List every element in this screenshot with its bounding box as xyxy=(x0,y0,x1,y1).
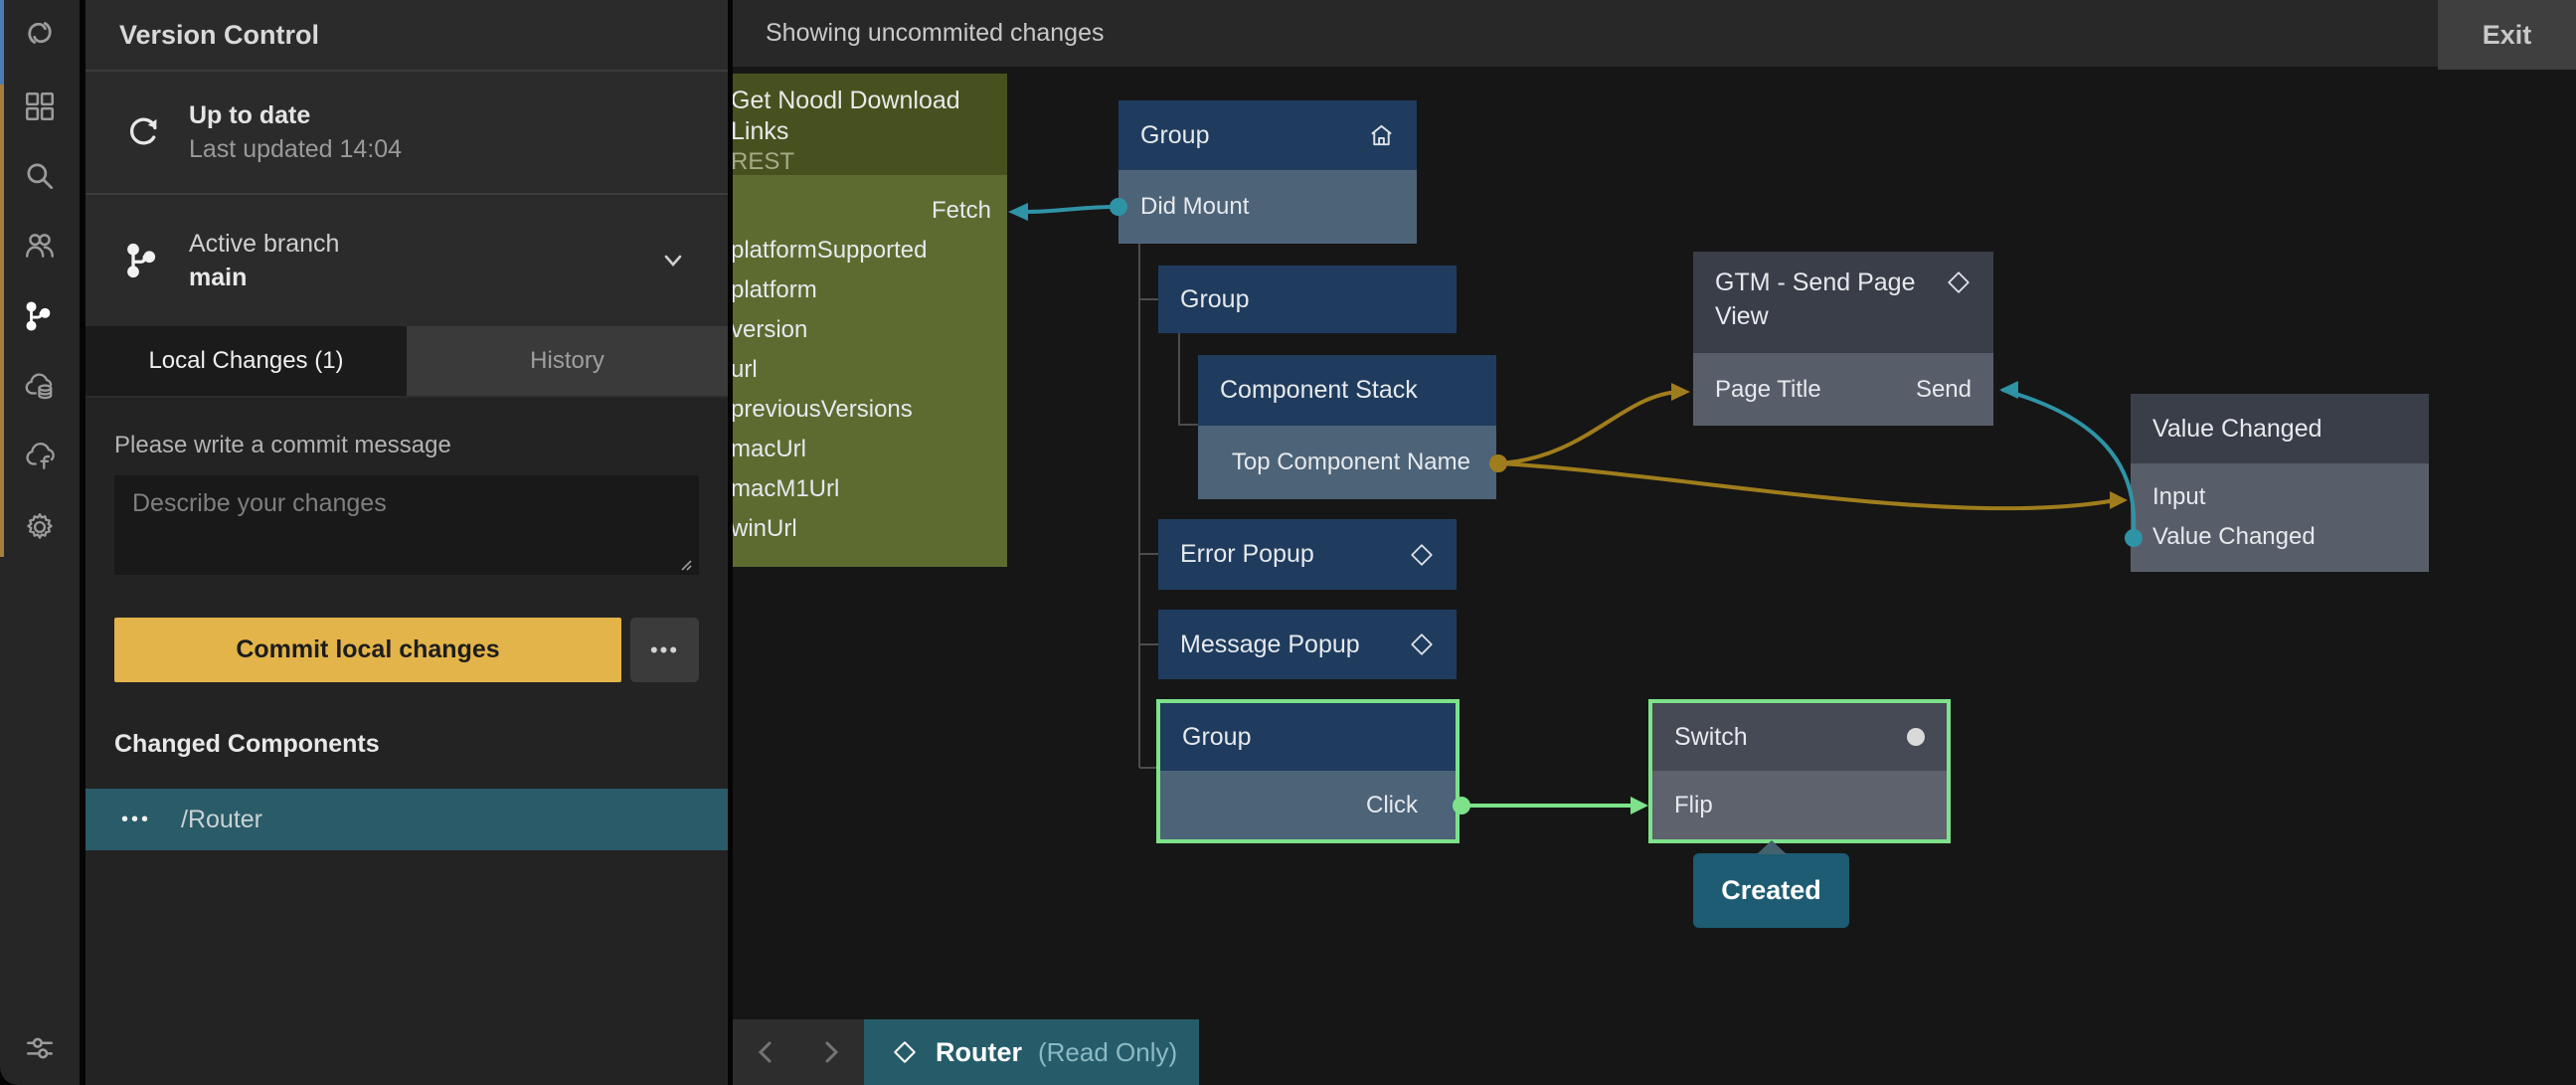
port-output[interactable]: winUrl xyxy=(733,515,797,542)
node-title: Group xyxy=(1140,120,1210,149)
search-icon[interactable] xyxy=(23,159,57,193)
local-changes-content: Please write a commit message Commit loc… xyxy=(86,398,728,1085)
node-title: GTM - Send Page View xyxy=(1715,269,1916,330)
node-title: Error Popup xyxy=(1180,540,1314,568)
node-group-child[interactable]: Group xyxy=(1158,266,1457,333)
panel-tabs: Local Changes (1) History xyxy=(86,326,728,396)
port-send[interactable]: Send xyxy=(1915,375,1972,403)
port-flip[interactable]: Flip xyxy=(1674,791,1713,818)
node-message-popup[interactable]: Message Popup xyxy=(1158,610,1457,679)
node-rest-get-noodl-download-links[interactable]: Get Noodl Download Links REST Fetch plat… xyxy=(733,74,1007,567)
node-gtm-send-page-view[interactable]: GTM - Send Page View Page Title Send xyxy=(1693,252,1993,426)
home-icon xyxy=(1371,124,1392,145)
port-output[interactable]: macM1Url xyxy=(733,475,840,502)
chevron-down-icon[interactable] xyxy=(658,246,688,275)
port-page-title[interactable]: Page Title xyxy=(1715,375,1821,403)
active-branch-row[interactable]: Active branch main xyxy=(86,195,728,326)
port-fetch[interactable]: Fetch xyxy=(931,197,991,224)
component-diamond-icon xyxy=(1411,543,1433,566)
nav-forward-icon[interactable] xyxy=(813,1035,847,1069)
version-control-panel: Version Control Up to date Last updated … xyxy=(86,0,728,1085)
node-error-popup[interactable]: Error Popup xyxy=(1158,519,1457,590)
refresh-icon[interactable] xyxy=(123,112,163,152)
node-title: Get Noodl Download Links xyxy=(733,87,960,145)
node-switch[interactable]: Switch Flip xyxy=(1648,699,1951,843)
node-title: Message Popup xyxy=(1180,630,1360,658)
cloud-services-icon[interactable] xyxy=(23,369,57,403)
port-input[interactable]: Input xyxy=(2152,483,2206,510)
node-subtitle: REST xyxy=(733,148,795,175)
node-title: Value Changed xyxy=(2152,414,2322,443)
port-click[interactable]: Click xyxy=(1366,791,1418,818)
commit-message-input[interactable] xyxy=(114,475,699,575)
resize-handle-icon[interactable] xyxy=(677,556,693,572)
commit-message-prompt: Please write a commit message xyxy=(114,432,451,458)
noodl-logo-icon[interactable] xyxy=(23,16,57,50)
tab-history[interactable]: History xyxy=(407,326,728,396)
panel-title: Version Control xyxy=(86,0,728,72)
component-tab-readonly: (Read Only) xyxy=(1038,1036,1178,1067)
sync-status-row[interactable]: Up to date Last updated 14:04 xyxy=(86,72,728,195)
node-title: Group xyxy=(1182,722,1252,751)
collaboration-icon[interactable] xyxy=(23,229,57,263)
settings-gear-icon[interactable] xyxy=(23,510,57,544)
changed-components-heading: Changed Components xyxy=(114,730,380,758)
node-component-stack[interactable]: Component Stack Top Component Name xyxy=(1198,355,1496,499)
port-value-changed[interactable]: Value Changed xyxy=(2152,523,2316,550)
component-tab-name: Router xyxy=(936,1036,1022,1067)
component-diamond-icon xyxy=(1948,271,1970,293)
node-title: Component Stack xyxy=(1220,376,1418,404)
port-output[interactable]: macUrl xyxy=(733,436,806,462)
component-tab-router[interactable]: Router (Read Only) xyxy=(864,1019,1199,1085)
port-output[interactable]: platform xyxy=(733,276,817,303)
port-output[interactable]: platformSupported xyxy=(733,237,928,264)
window-edge-accent xyxy=(0,0,4,557)
component-diamond-icon xyxy=(1411,633,1433,655)
connection-dot-icon xyxy=(1907,728,1925,746)
port-did-mount[interactable]: Did Mount xyxy=(1140,193,1250,220)
nav-back-icon[interactable] xyxy=(750,1035,783,1069)
component-dots-icon: ••• xyxy=(121,808,152,830)
node-group-selected[interactable]: Group Click xyxy=(1156,699,1460,843)
more-options-button[interactable]: ••• xyxy=(630,618,699,682)
port-top-component-name[interactable]: Top Component Name xyxy=(1231,449,1470,475)
sync-last-updated: Last updated 14:04 xyxy=(189,135,403,163)
editor-preferences-icon[interactable] xyxy=(23,1030,57,1064)
canvas-status-bar: Showing uncommited changes Exit xyxy=(733,0,2576,70)
port-output[interactable]: version xyxy=(733,316,808,343)
sidebar xyxy=(0,0,80,1085)
branch-label: Active branch xyxy=(189,230,340,258)
node-group-root[interactable]: Group Did Mount xyxy=(1118,100,1417,244)
port-output[interactable]: url xyxy=(733,356,758,383)
cloud-functions-icon[interactable] xyxy=(23,439,57,472)
version-control-icon[interactable] xyxy=(23,299,57,333)
component-diamond-icon xyxy=(894,1041,916,1063)
node-value-changed[interactable]: Value Changed Input Value Changed xyxy=(2131,394,2429,572)
tab-local-changes[interactable]: Local Changes (1) xyxy=(86,326,407,396)
created-event-badge[interactable]: Created xyxy=(1693,840,1849,928)
node-title: Switch xyxy=(1674,722,1748,751)
branch-icon xyxy=(123,241,163,280)
branch-name: main xyxy=(189,264,248,291)
port-output[interactable]: previousVersions xyxy=(733,396,913,423)
navigation-history-bar xyxy=(733,1019,864,1085)
status-text: Showing uncommited changes xyxy=(766,19,1105,47)
commit-local-changes-button[interactable]: Commit local changes xyxy=(114,618,621,682)
component-name: /Router xyxy=(181,805,262,833)
exit-button[interactable]: Exit xyxy=(2438,0,2576,70)
changed-component-item-router[interactable]: ••• /Router xyxy=(86,789,728,850)
components-grid-icon[interactable] xyxy=(23,90,57,123)
node-title: Group xyxy=(1180,284,1250,313)
badge-label: Created xyxy=(1721,875,1821,905)
sync-status: Up to date xyxy=(189,101,311,129)
